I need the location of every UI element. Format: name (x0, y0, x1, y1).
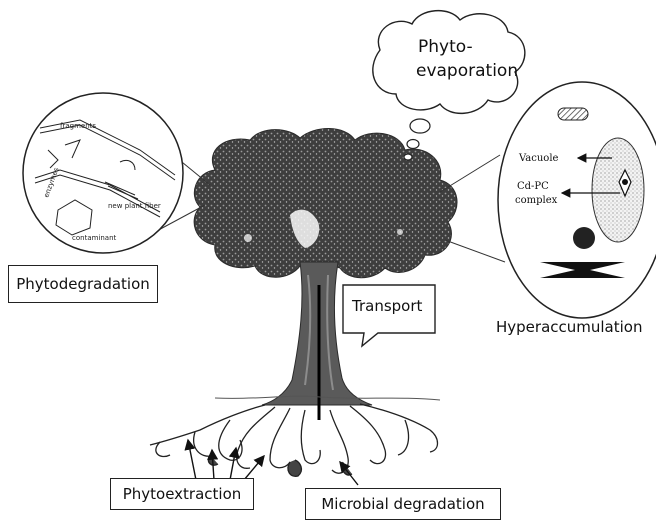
dark-organelle (573, 227, 595, 249)
vacuole-shape (592, 138, 644, 242)
contaminant-label: contaminant (72, 234, 117, 242)
phytoextraction-label: Phytoextraction (110, 478, 254, 510)
cdpc-label-line2: complex (515, 194, 557, 207)
phytoextraction-arrows (188, 440, 264, 480)
hatched-organelle (558, 108, 588, 120)
microbial-arrow (340, 462, 358, 485)
transport-bubble (343, 285, 435, 346)
fragments-label: fragments (60, 122, 96, 130)
vacuole-label: Vacuole (519, 152, 558, 165)
tree-canopy (194, 128, 457, 277)
hyperaccumulation-label: Hyperaccumulation (496, 318, 642, 336)
phytodegradation-label: Phytodegradation (8, 265, 158, 303)
new-plant-fiber-label: new plant fiber (108, 202, 161, 210)
cdpc-label-line1: Cd-PC (517, 180, 549, 193)
phytoevaporation-text-line2: evaporation (416, 60, 518, 82)
transport-label: Transport (352, 297, 422, 315)
microbial-degradation-label: Microbial degradation (305, 488, 501, 520)
phytoevaporation-text-line1: Phyto- (418, 36, 473, 58)
